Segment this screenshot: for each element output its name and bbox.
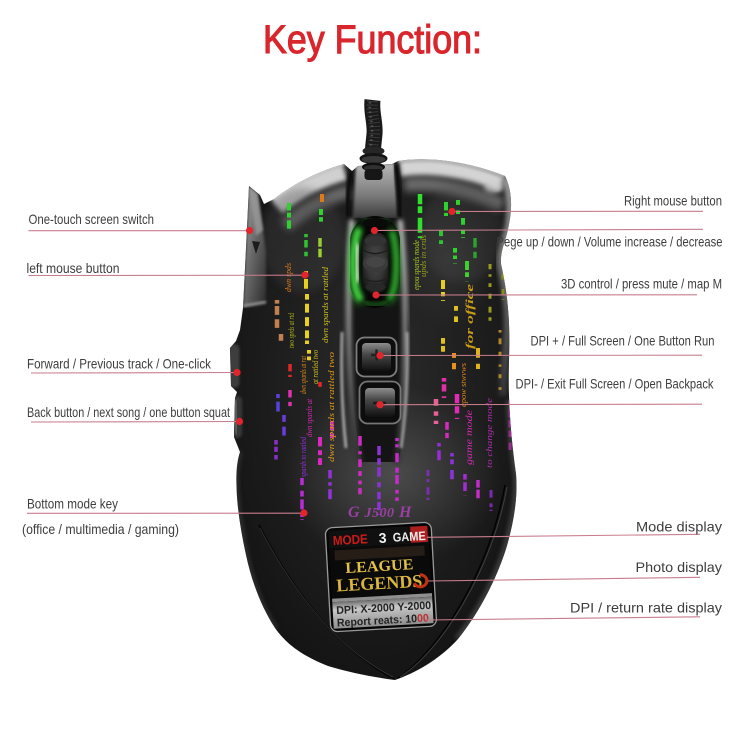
svg-text:Photo display: Photo display: [636, 560, 723, 575]
svg-text:One-touch screen switch: One-touch screen switch: [29, 212, 155, 227]
svg-text:dwn spards at rattled: dwn spards at rattled: [321, 266, 330, 343]
svg-text:3D control / press mute / map: 3D control / press mute / map M: [561, 277, 722, 292]
svg-text:for office: for office: [465, 283, 476, 349]
svg-text:dwn spds: dwn spds: [284, 263, 293, 292]
svg-text:LEGENDS: LEGENDS: [336, 571, 423, 596]
svg-text:dwn spards at rattled two: dwn spards at rattled two: [327, 352, 336, 462]
svg-text:Bottom mode key: Bottom mode key: [27, 497, 118, 512]
svg-text:Key Function:: Key Function:: [263, 18, 482, 62]
svg-text:upds in crds: upds in crds: [419, 235, 428, 277]
svg-text:Back button / next song / one: Back button / next song / one button squ…: [27, 405, 230, 420]
svg-text:two sprds at rtd: two sprds at rtd: [287, 312, 296, 348]
svg-text:spards to rattled: spards to rattled: [299, 436, 308, 477]
svg-text:epow stwvws: epow stwvws: [459, 363, 468, 407]
svg-text:dwn spards at: dwn spards at: [305, 398, 314, 437]
svg-text:at rattled two: at rattled two: [311, 350, 320, 384]
svg-text:Mode display: Mode display: [636, 520, 722, 535]
svg-text:Pege up / down / Volume increa: Pege up / down / Volume increase / decre…: [497, 235, 723, 250]
svg-text:to change mode: to change mode: [485, 397, 494, 468]
svg-text:DPI- / Exit Full Screen / Open: DPI- / Exit Full Screen / Open Backpack: [516, 377, 714, 392]
svg-text:game mode: game mode: [464, 410, 474, 465]
svg-text:DPI: X-2000 Y-2000: DPI: X-2000 Y-2000: [336, 600, 432, 617]
svg-text:DPI + / Full Screen / One Butt: DPI + / Full Screen / One Button Run: [531, 334, 715, 349]
svg-text:Report reats: 1000: Report reats: 1000: [337, 612, 430, 629]
svg-text:epou spards mode: epou spards mode: [412, 240, 421, 290]
svg-text:Forward / Previous track / One: Forward / Previous track / One-click: [27, 357, 211, 372]
svg-text:left mouse button: left mouse button: [27, 261, 120, 276]
svg-text:MODE: MODE: [332, 531, 368, 548]
svg-text:LEAGUE: LEAGUE: [345, 556, 414, 577]
svg-text:dwn spards at rat: dwn spards at rat: [299, 355, 308, 394]
svg-text:G J500 H: G J500 H: [348, 504, 412, 521]
svg-text:GAME: GAME: [392, 529, 426, 545]
svg-text:Right mouse button: Right mouse button: [624, 194, 722, 209]
svg-text:3: 3: [378, 530, 387, 546]
svg-text:DPI / return rate display: DPI / return rate display: [570, 601, 722, 616]
svg-text:(office / multimedia / gaming): (office / multimedia / gaming): [22, 522, 179, 537]
